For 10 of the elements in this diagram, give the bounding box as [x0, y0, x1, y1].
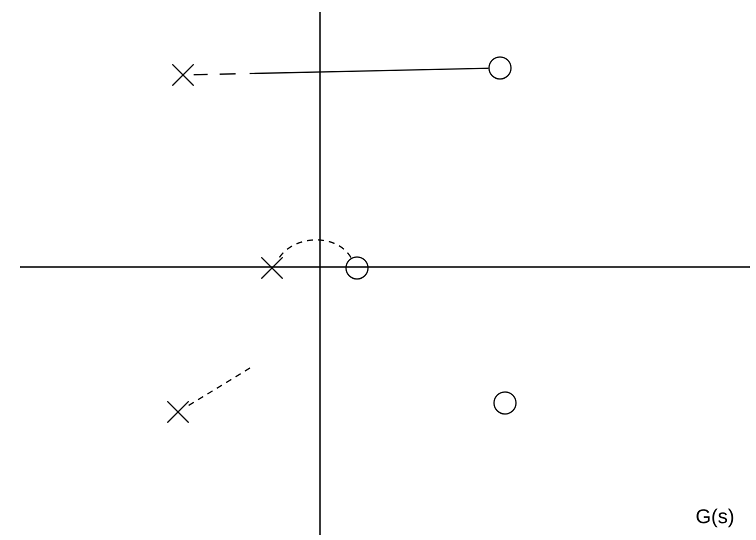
locus-line [188, 367, 250, 406]
circle-mark [493, 391, 517, 415]
function-label: G(s) [696, 508, 734, 528]
circle-mark [345, 256, 369, 280]
locus-line [278, 239, 352, 258]
cross-mark [166, 400, 190, 424]
cross-mark [260, 256, 284, 280]
locus-line [194, 68, 488, 76]
circle-mark [488, 56, 512, 80]
cross-mark [172, 64, 194, 86]
